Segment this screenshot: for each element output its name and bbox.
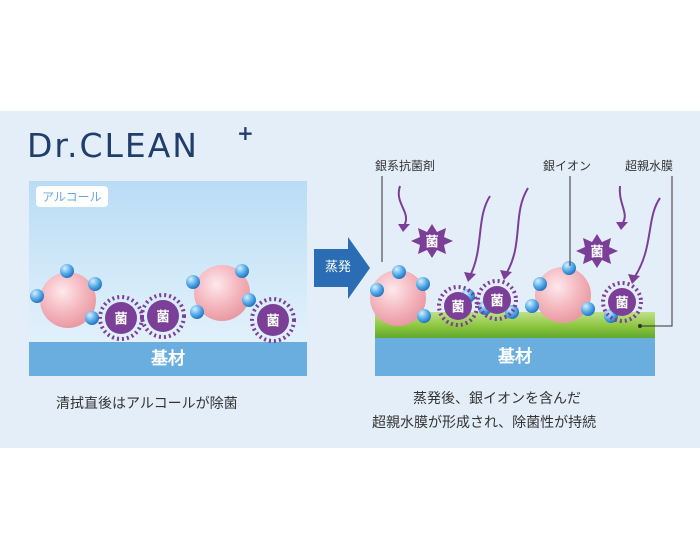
alcohol-sphere [194,265,250,321]
motion-arrow [469,195,491,277]
motion-arrow [505,187,529,275]
leader-hydrophilic-film [640,176,673,327]
ion [562,261,576,275]
germ-label: 菌 [266,313,279,329]
germ-star-icon: 菌 [411,224,453,258]
ion [30,289,44,303]
ion [525,299,539,313]
ion [392,265,406,279]
ion [60,264,74,278]
alcohol-sphere [40,272,96,328]
ion [533,277,547,291]
ion [416,277,430,291]
brand-logo: Dr.CLEAN [27,126,199,165]
left-caption: 清拭直後はアルコールが除菌 [56,396,238,412]
germ-icon: 菌 [98,295,144,341]
germ-icon: 菌 [140,293,186,339]
arrowhead [616,222,628,230]
ion [581,302,595,316]
left-base-label: 基材 [29,342,307,376]
motion-arrow [633,197,661,279]
germ-label: 菌 [451,299,464,315]
alcohol-tag: アルコール [36,186,108,207]
callout-leaders [381,176,673,327]
silver-agent-sphere [535,267,591,323]
germ-label: 菌 [156,309,169,325]
germ-icon: 菌 [601,281,643,323]
right-caption-line2: 超親水膜が形成され、除菌性が持続 [372,415,597,431]
arrowhead [464,272,476,282]
germ-star-icon: 菌 [576,234,618,268]
leader-endpoint [638,324,642,328]
germ-icon: 菌 [476,279,518,321]
ion [242,293,256,307]
ion [190,305,204,319]
germ-motion-arrows [397,185,661,279]
germ-label: 菌 [615,295,628,311]
right-base-label: 基材 [375,338,655,376]
brand-logo-plus: + [237,121,254,145]
germ-label: 菌 [425,234,438,250]
callout-silver-ion: 銀イオン [543,159,592,173]
arrowhead [500,270,512,280]
ion [370,283,384,297]
right-caption-line1: 蒸発後、銀イオンを含んだ [413,391,581,407]
evaporation-arrow [314,237,370,299]
ion [85,311,99,325]
silver-agent-sphere [370,270,426,326]
germ-icon: 菌 [437,285,479,327]
arrowhead [628,274,640,284]
germ-label: 菌 [490,293,503,309]
ion [186,275,200,289]
ion [88,277,102,291]
ion [417,309,431,323]
arrowhead [398,224,410,232]
callout-hydrophilic-film: 超親水膜 [625,159,674,173]
ion [235,264,249,278]
germ-label: 菌 [590,244,603,260]
ion [505,305,519,319]
callout-silver-agent: 銀系抗菌剤 [375,159,436,173]
germ-label: 菌 [114,311,127,327]
motion-arrowheads [398,222,640,284]
motion-arrow [618,185,626,225]
germ-icon: 菌 [250,297,296,343]
motion-arrow [397,185,407,227]
evaporation-label: 蒸発 [324,260,351,275]
